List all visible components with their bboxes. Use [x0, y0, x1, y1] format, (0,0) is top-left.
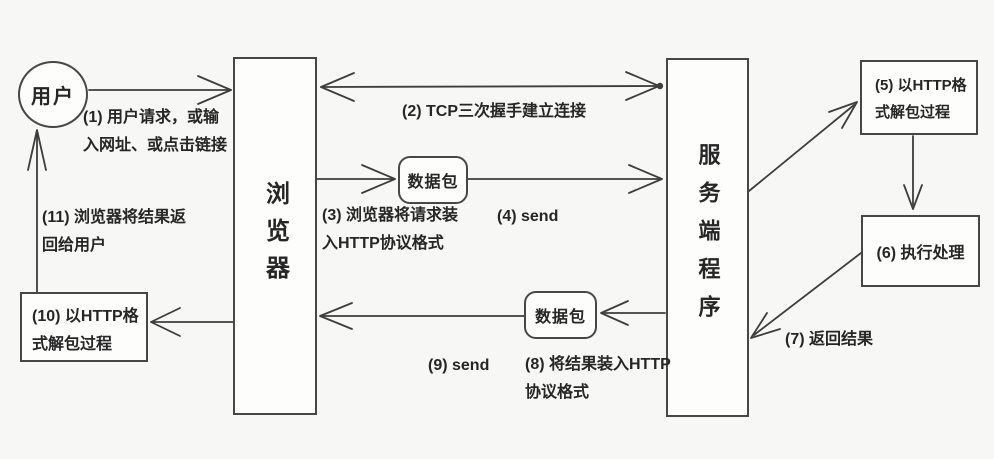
- step11-label: (11) 浏览器将结果返 回给用户: [42, 209, 187, 254]
- arrow-box6-to-server: [750, 252, 862, 339]
- step2-label: (2) TCP三次握手建立连接: [402, 103, 587, 120]
- packet-request-label: 数据包: [407, 174, 459, 191]
- arrow-tcp-handshake: [320, 71, 664, 102]
- arrow-browser-to-packet: [316, 164, 396, 194]
- step9-label: (9) send: [428, 357, 490, 374]
- junction-dot: [656, 82, 664, 90]
- arrow-user-to-browser: [88, 75, 232, 105]
- user-node: 用户: [18, 61, 88, 128]
- arrow-browser-to-unpack: [150, 307, 234, 337]
- server-node: 服务端程序: [666, 58, 749, 417]
- arrow-box5-to-box6: [903, 135, 923, 210]
- packet-node-response: 数据包: [524, 291, 597, 339]
- process-node-label: (6) 执行处理: [876, 245, 965, 262]
- step1-label: (1) 用户请求，或输 入网址、或点击链接: [83, 109, 228, 154]
- arrow-server-to-packet: [600, 300, 666, 326]
- packet-response-label: 数据包: [534, 309, 586, 326]
- step7-label: (7) 返回结果: [785, 331, 874, 348]
- arrow-packet-to-browser: [319, 302, 525, 330]
- browser-unpack-label: (10) 以HTTP格 式解包过程: [32, 308, 139, 353]
- browser-node: 浏览器: [233, 57, 317, 415]
- arrow-packet-to-server: [467, 164, 663, 194]
- browser-node-label: 浏览器: [261, 180, 289, 292]
- server-unpack-label: (5) 以HTTP格 式解包过程: [875, 77, 967, 121]
- browser-unpack-node: (10) 以HTTP格 式解包过程: [20, 292, 148, 362]
- step4-label: (4) send: [497, 208, 559, 225]
- server-node-label: 服务端程序: [695, 142, 721, 333]
- step8-label: (8) 将结果装入HTTP 协议格式: [525, 356, 671, 401]
- arrow-unpack-to-user: [27, 129, 47, 293]
- process-node: (6) 执行处理: [861, 215, 980, 287]
- arrow-server-to-box5: [748, 101, 858, 192]
- server-unpack-node: (5) 以HTTP格 式解包过程: [860, 60, 978, 135]
- packet-node-request: 数据包: [398, 156, 468, 204]
- user-node-label: 用户: [31, 86, 75, 108]
- step3-label: (3) 浏览器将请求装 入HTTP协议格式: [322, 207, 459, 252]
